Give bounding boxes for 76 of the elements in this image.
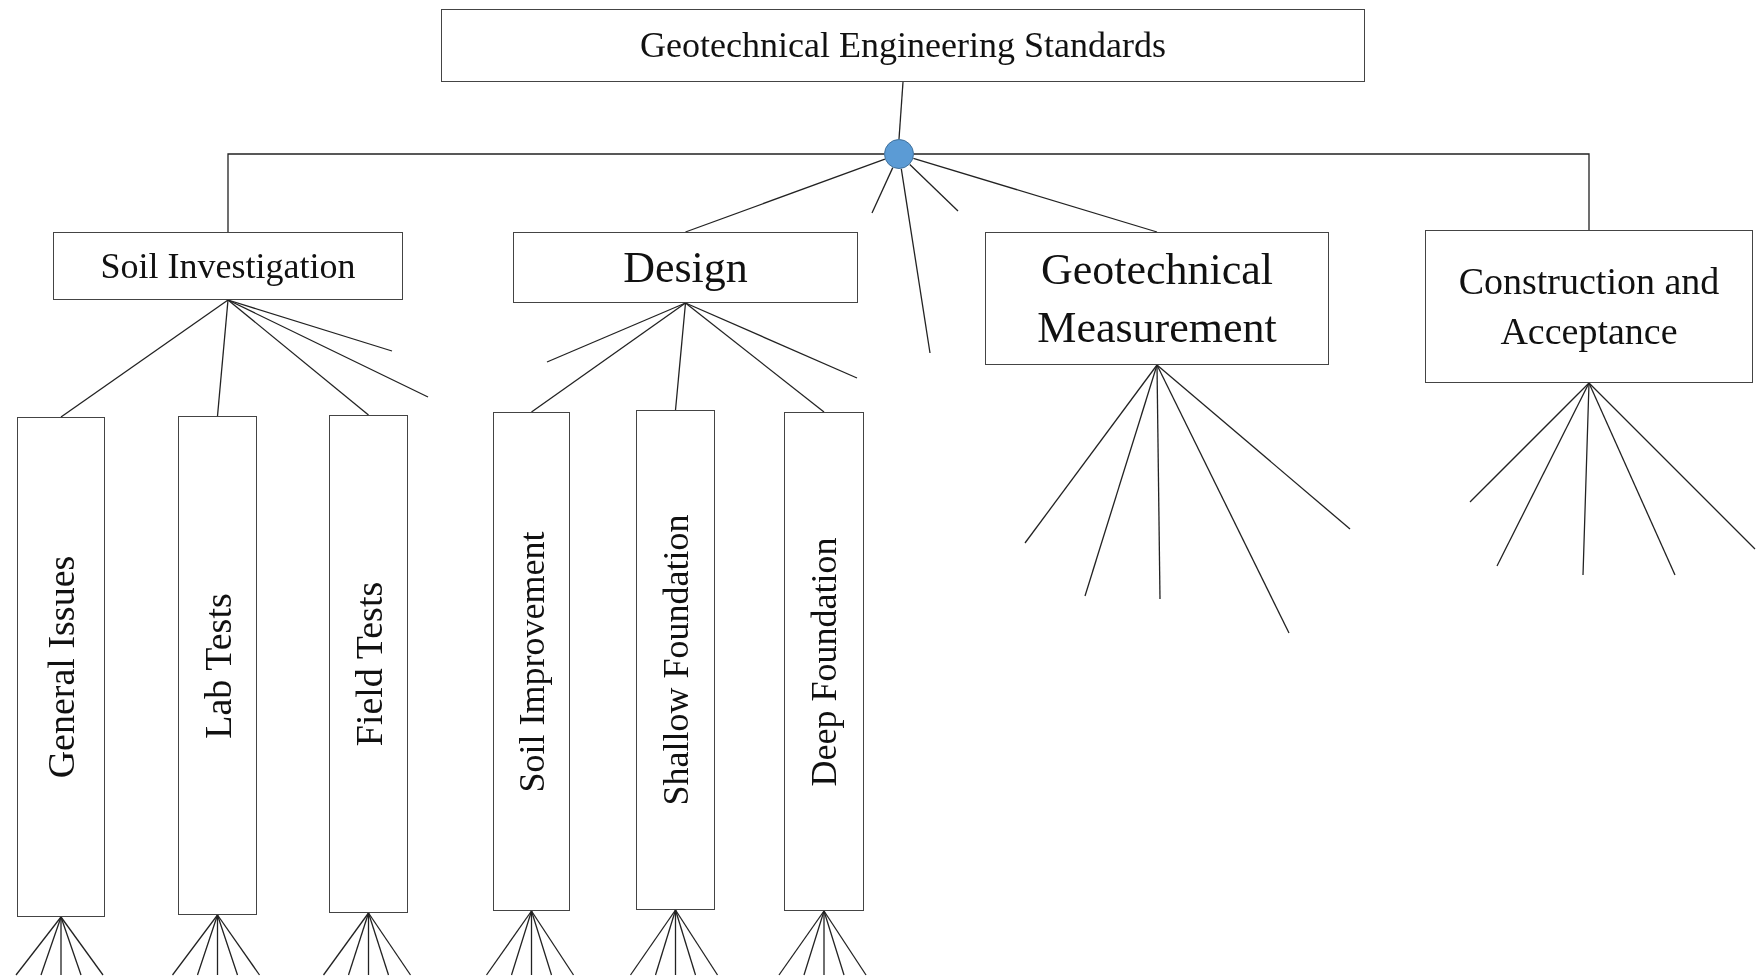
connector-line: [227, 299, 429, 398]
connector-line: [60, 916, 62, 976]
connector-line: [530, 910, 533, 976]
node-label: Soil Improvement: [513, 531, 550, 792]
connector-line: [60, 916, 82, 976]
connector-line: [684, 158, 886, 233]
node-label: Lab Tests: [198, 592, 237, 739]
category-box: [329, 415, 408, 913]
category-box: [17, 417, 105, 917]
connector-line: [674, 909, 697, 976]
node-label: Geotechnical Measurement: [1036, 244, 1278, 354]
node-label: Construction and Acceptance: [1457, 259, 1721, 354]
standard-box: [441, 9, 1365, 82]
standard-box: [513, 232, 858, 303]
connector-line: [912, 157, 1158, 233]
connector-line: [684, 302, 825, 413]
connector-line: [823, 910, 845, 976]
connector-line: [367, 912, 370, 976]
connector-line: [898, 81, 904, 140]
connector-line: [823, 910, 867, 976]
connector-line: [629, 909, 677, 976]
connector-line: [15, 916, 62, 976]
standard-box: [985, 232, 1329, 365]
connector-line: [1469, 382, 1590, 503]
connector-line: [60, 299, 229, 418]
connector-line: [871, 167, 894, 214]
connector-line: [654, 909, 677, 976]
connector-line: [913, 153, 1590, 231]
connector-line: [674, 909, 719, 976]
connector-line: [530, 910, 575, 976]
connector-line: [684, 302, 858, 379]
node-label: Soil Investigation: [100, 244, 356, 288]
connector-line: [196, 914, 219, 976]
connector-line: [823, 910, 825, 976]
connector-line: [227, 153, 885, 233]
connector-line: [171, 914, 219, 976]
connector-line: [322, 912, 370, 976]
connector-line: [674, 909, 677, 976]
node-label: Design: [623, 241, 748, 294]
node-label: General Issues: [42, 555, 80, 779]
connector-line: [530, 910, 553, 976]
connector-line: [347, 912, 370, 976]
category-box: [636, 410, 715, 910]
connector-line: [60, 916, 104, 976]
connector-line: [1588, 382, 1756, 550]
standard-box: [1425, 230, 1753, 383]
connector-line: [1156, 364, 1290, 634]
node-label: Shallow Foundation: [657, 514, 694, 806]
connector-line: [1024, 364, 1158, 544]
node-label: Geotechnical Engineering Standards: [640, 24, 1166, 68]
connector-line: [216, 914, 261, 976]
connector-line: [1156, 364, 1351, 530]
connector-line: [1496, 382, 1590, 567]
connector-line: [485, 910, 533, 976]
connector-line: [530, 302, 687, 413]
connector-line: [1156, 364, 1161, 600]
connector-line: [216, 914, 239, 976]
connector-line: [1588, 382, 1676, 576]
connector-line: [510, 910, 533, 976]
connector-line: [909, 163, 959, 212]
category-box: [784, 412, 864, 911]
node-label: Field Tests: [349, 581, 388, 747]
connector-line: [40, 916, 62, 976]
node-label: Deep Foundation: [806, 537, 842, 786]
connector-line: [367, 912, 412, 976]
standard-box: [53, 232, 403, 300]
category-box: [493, 412, 570, 911]
connector-line: [778, 910, 825, 976]
category-box: [178, 416, 257, 915]
connector-line: [216, 914, 219, 976]
connector-line: [227, 299, 370, 416]
connector-line: [216, 299, 229, 417]
connector-line: [674, 302, 687, 411]
connector-line: [900, 168, 931, 354]
connector-line: [1582, 382, 1590, 576]
connector-line: [367, 912, 390, 976]
